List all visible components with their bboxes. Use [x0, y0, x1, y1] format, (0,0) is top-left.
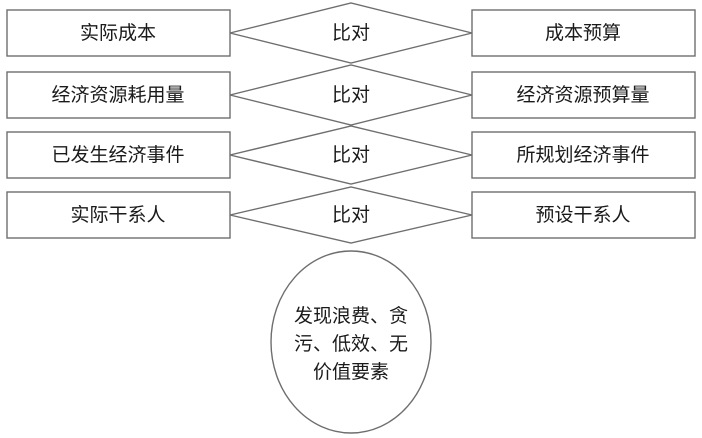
compare-label-3: 比对 [332, 144, 370, 166]
result-line-3: 价值要素 [313, 361, 389, 383]
actual-label-2: 经济资源耗用量 [51, 84, 184, 106]
row-4: 实际干系人 比对 预设干系人 [6, 186, 696, 244]
compare-label-2: 比对 [332, 84, 370, 106]
actual-label-1: 实际成本 [80, 22, 156, 44]
actual-label-4: 实际干系人 [70, 204, 165, 226]
budget-box-4 [471, 191, 696, 239]
result-line-2: 污、低效、无 [294, 333, 408, 355]
compare-label-1: 比对 [332, 22, 370, 44]
budget-label-2: 经济资源预算量 [516, 84, 649, 106]
result-line-1: 发现浪费、贪 [294, 305, 408, 327]
budget-box-3 [471, 131, 696, 179]
actual-box-1 [6, 9, 231, 57]
budget-label-4: 预设干系人 [535, 204, 630, 226]
result-circle [270, 250, 432, 434]
actual-box-4 [6, 191, 231, 239]
row-2: 经济资源耗用量 比对 经济资源预算量 [6, 64, 696, 126]
actual-box-3 [6, 131, 231, 179]
budget-box-1 [471, 9, 696, 57]
actual-label-3: 已发生经济事件 [51, 144, 184, 166]
budget-label-1: 成本预算 [545, 22, 621, 44]
result-node: 发现浪费、贪 污、低效、无 价值要素 [270, 250, 432, 434]
actual-box-2 [6, 71, 231, 119]
budget-label-3: 所规划经济事件 [516, 144, 649, 166]
compare-label-4: 比对 [332, 204, 370, 226]
row-1: 实际成本 比对 成本预算 [6, 2, 696, 64]
budget-box-2 [471, 71, 696, 119]
row-3: 已发生经济事件 比对 所规划经济事件 [6, 125, 696, 185]
